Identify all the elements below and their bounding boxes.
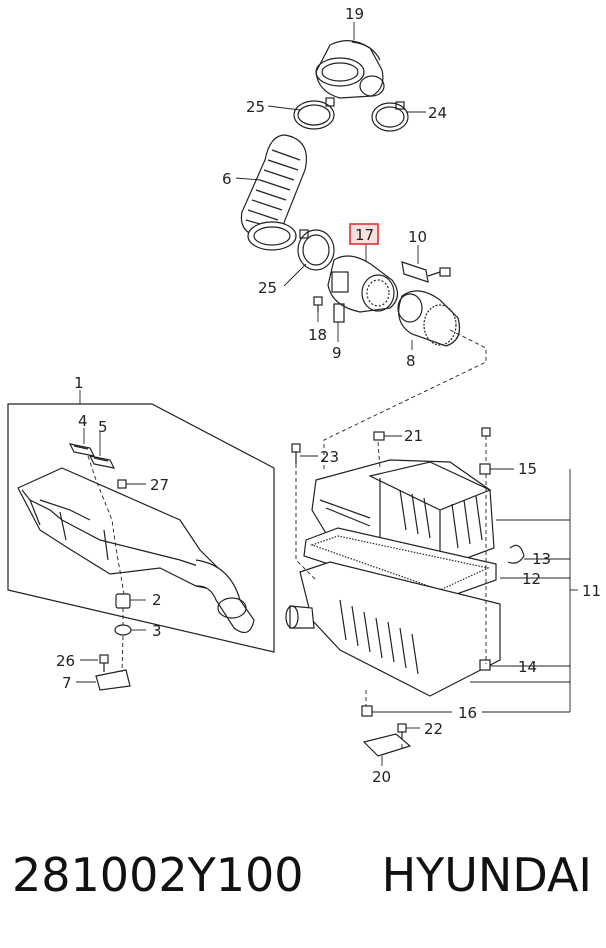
air-cleaner-filter-panel <box>303 527 497 601</box>
callout-13: 13 <box>532 550 551 568</box>
part-16-grommet <box>361 705 373 717</box>
callout-3: 3 <box>152 622 162 640</box>
part-23-bolt <box>291 443 301 464</box>
part-3-washer <box>114 624 132 636</box>
leader-lines <box>76 22 578 766</box>
callout-2: 2 <box>152 591 162 609</box>
part-21-nut <box>373 431 385 441</box>
part-8-filter-element <box>397 290 461 347</box>
part-17-air-flow-sensor <box>327 255 399 313</box>
part-14-grommet <box>479 659 491 671</box>
callout-5: 5 <box>98 418 108 436</box>
callout-1: 1 <box>74 374 84 392</box>
part-26-bolt <box>99 654 109 672</box>
callout-24: 24 <box>428 104 447 122</box>
part-10-bracket <box>401 261 451 283</box>
callout-7: 7 <box>62 674 72 692</box>
callout-15: 15 <box>518 460 537 478</box>
callout-25-lower: 25 <box>258 279 277 297</box>
callout-12: 12 <box>522 570 541 588</box>
callout-6: 6 <box>222 170 232 188</box>
callout-labels: 19 25 24 6 17 10 25 18 9 8 1 4 5 27 2 3 … <box>56 5 601 786</box>
callout-20: 20 <box>372 768 391 786</box>
part-25-clamp-top <box>293 97 335 130</box>
callout-4: 4 <box>78 412 88 430</box>
callout-8: 8 <box>406 352 416 370</box>
part-6-intake-hose <box>240 134 307 251</box>
part-25-clamp-lower <box>297 229 335 271</box>
callout-17: 17 <box>355 226 374 244</box>
part-7-bracket <box>95 669 131 691</box>
callout-9: 9 <box>332 344 342 362</box>
air-cleaner-lower-housing <box>285 561 501 697</box>
part-18-bolt <box>313 296 323 312</box>
callout-26: 26 <box>56 652 75 670</box>
parts-diagram: 19 25 24 6 17 10 25 18 9 8 1 4 5 27 2 3 … <box>7 5 601 786</box>
part-number: 281002Y100 <box>12 848 304 902</box>
callout-11: 11 <box>582 582 601 600</box>
callout-14: 14 <box>518 658 537 676</box>
callout-19: 19 <box>345 5 364 23</box>
callout-18: 18 <box>308 326 327 344</box>
callout-22: 22 <box>424 720 443 738</box>
callout-25-top: 25 <box>246 98 265 116</box>
part-1-resonator-frame <box>7 403 275 653</box>
part-4-pad <box>68 443 96 457</box>
highlight-box-17 <box>349 223 379 245</box>
callout-21: 21 <box>404 427 423 445</box>
part-20-bracket <box>362 733 412 757</box>
part-27-bolt <box>117 479 127 489</box>
part-19-elbow-hose <box>315 40 385 99</box>
callout-27: 27 <box>150 476 169 494</box>
resonator-body <box>17 467 255 634</box>
brand-name: HYUNDAI <box>381 848 592 902</box>
dashed-guide-lines <box>87 329 487 750</box>
part-2-grommet <box>115 593 131 609</box>
part-13-clip <box>507 544 525 564</box>
part-15-grommet <box>479 427 491 475</box>
part-5-pad <box>88 455 116 469</box>
callout-23: 23 <box>320 448 339 466</box>
part-24-clamp <box>371 101 409 132</box>
callout-10: 10 <box>408 228 427 246</box>
part-9-bracket <box>333 303 345 323</box>
callout-16: 16 <box>458 704 477 722</box>
